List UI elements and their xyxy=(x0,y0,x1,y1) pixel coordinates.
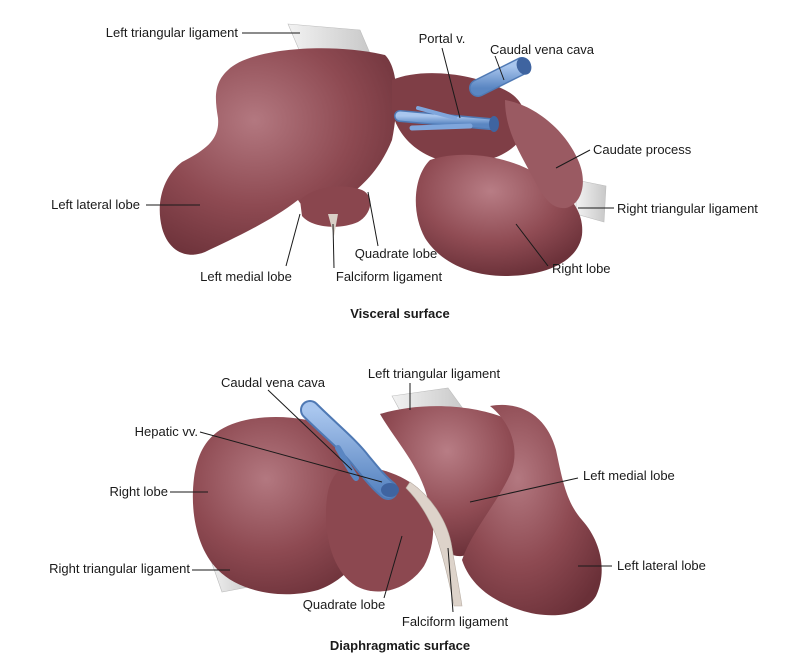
visceral-right-triangular-ligament-shape xyxy=(575,179,607,223)
diaphragmatic-label-quadrate-lobe: Quadrate lobe xyxy=(303,597,385,612)
diaphragmatic-label-right-triangular-ligament: Right triangular ligament xyxy=(49,561,190,576)
visceral-left-lobe-shape xyxy=(159,48,397,255)
diaphragmatic-label-left-lateral-lobe: Left lateral lobe xyxy=(617,558,706,573)
diaphragmatic-label-hepatic-vv: Hepatic vv. xyxy=(135,424,198,439)
visceral-label-falciform-ligament: Falciform ligament xyxy=(336,269,443,284)
visceral-label-right-lobe: Right lobe xyxy=(552,261,611,276)
visceral-caudate-process-shape xyxy=(505,100,583,209)
visceral-label-left-triangular-ligament: Left triangular ligament xyxy=(106,25,239,40)
diaphragmatic-quadrate-lobe-shape xyxy=(326,466,434,592)
diaphragmatic-right-lobe-shape xyxy=(192,417,377,595)
visceral-label-caudal-vena-cava: Caudal vena cava xyxy=(490,42,595,57)
diaphragmatic-surface-caption: Diaphragmatic surface xyxy=(330,638,470,653)
diaphragmatic-left-lateral-lobe-shape xyxy=(462,404,602,616)
diaphragmatic-surface-illustration xyxy=(192,387,602,616)
visceral-caudal-vena-cava-vessel xyxy=(469,57,532,97)
hepatic-vv-vessel xyxy=(335,445,359,481)
diaphragmatic-falciform-ligament-shape xyxy=(405,481,463,607)
diaphragmatic-leader-lines xyxy=(170,383,612,613)
visceral-label-quadrate-lobe: Quadrate lobe xyxy=(355,246,437,261)
visceral-quadrate-lobe-shape xyxy=(300,186,371,227)
diaphragmatic-label-right-lobe: Right lobe xyxy=(109,484,168,499)
diaphragmatic-label-left-medial-lobe: Left medial lobe xyxy=(583,468,675,483)
diaphragmatic-label-falciform-ligament: Falciform ligament xyxy=(402,614,509,629)
visceral-surface-caption: Visceral surface xyxy=(350,306,450,321)
visceral-portal-vein-vessel xyxy=(394,106,499,132)
diaphragmatic-caudal-vena-cava-vessel xyxy=(300,400,399,500)
visceral-leader-lines xyxy=(146,32,614,269)
visceral-label-caudate-process: Caudate process xyxy=(593,142,692,157)
visceral-label-portal-v: Portal v. xyxy=(419,31,466,46)
visceral-label-right-triangular-ligament: Right triangular ligament xyxy=(617,201,758,216)
visceral-label-left-medial-lobe: Left medial lobe xyxy=(200,269,292,284)
visceral-surface-illustration xyxy=(159,23,607,276)
visceral-label-left-lateral-lobe: Left lateral lobe xyxy=(51,197,140,212)
diaphragmatic-label-left-triangular-ligament: Left triangular ligament xyxy=(368,366,501,381)
diaphragmatic-label-caudal-vena-cava: Caudal vena cava xyxy=(221,375,326,390)
